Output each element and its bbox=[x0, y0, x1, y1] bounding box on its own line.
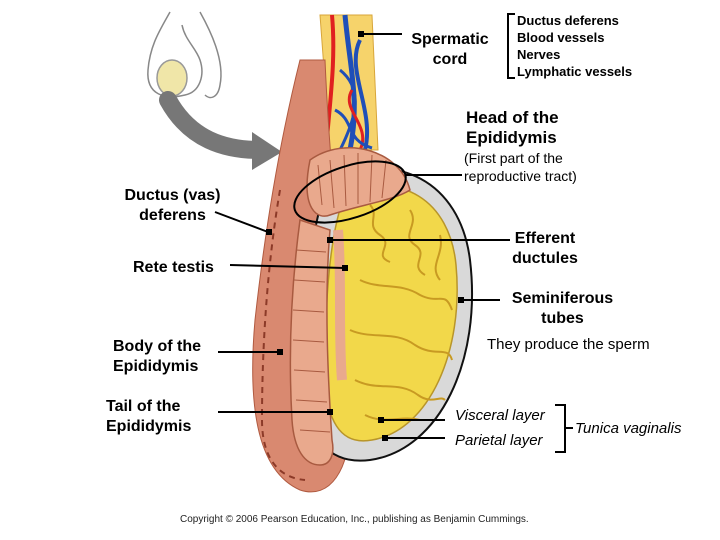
leader-lines bbox=[214, 13, 573, 453]
label-head-epididymis: Head of the Epididymis bbox=[466, 108, 559, 147]
label-efferent: Efferent ductules bbox=[512, 230, 578, 267]
cord-item: Lymphatic vessels bbox=[517, 64, 633, 79]
label-tail-epididymis: Tail of the Epididymis bbox=[106, 398, 192, 435]
label-ductus-vas: Ductus (vas) deferens bbox=[124, 187, 221, 224]
label-body-epididymis: Body of the Epididymis bbox=[113, 338, 201, 375]
label-parietal-layer: Parietal layer bbox=[455, 432, 543, 449]
label-spermatic-cord: Spermatic cord bbox=[411, 31, 489, 68]
label-seminiferous: Seminiferous tubes bbox=[511, 290, 614, 327]
label-visceral-layer: Visceral layer bbox=[455, 407, 545, 424]
label-tunica-vaginalis: Tunica vaginalis bbox=[575, 420, 682, 437]
cord-contents-list: Ductus deferens Blood vessels Nerves Lym… bbox=[517, 12, 632, 80]
label-sperm-note: They produce the sperm bbox=[487, 336, 650, 353]
cord-item: Nerves bbox=[517, 47, 561, 62]
epididymis bbox=[289, 147, 411, 466]
cord-item: Ductus deferens bbox=[517, 13, 619, 28]
label-rete-testis: Rete testis bbox=[133, 259, 214, 276]
inset-thumbnail bbox=[147, 11, 282, 170]
copyright-notice: Copyright © 2006 Pearson Education, Inc.… bbox=[180, 514, 529, 525]
cord-item: Blood vessels bbox=[517, 30, 605, 45]
label-head-note: (First part of the reproductive tract) bbox=[464, 150, 577, 184]
leader-dots bbox=[266, 31, 464, 441]
